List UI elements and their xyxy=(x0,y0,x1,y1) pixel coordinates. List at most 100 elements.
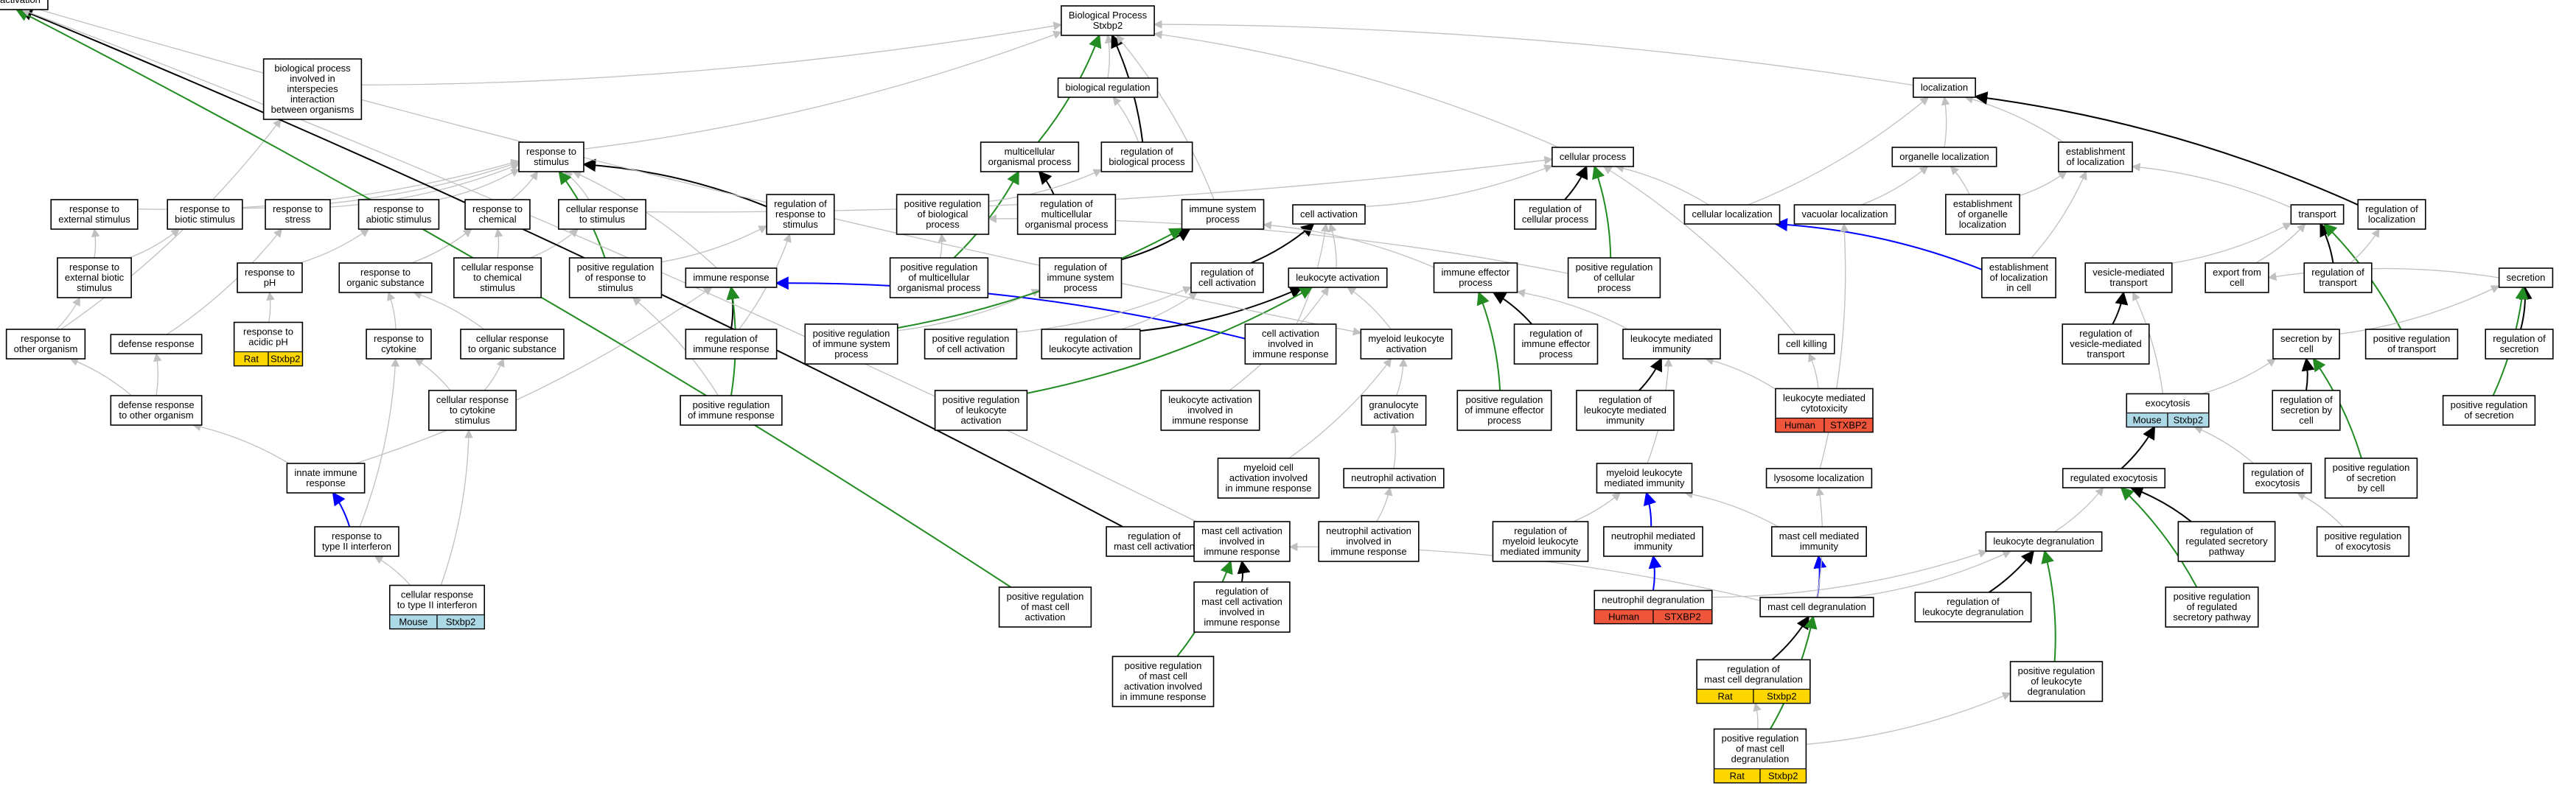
term-node-mcact[interactable]: mast cell activation xyxy=(0,0,49,10)
term-node-breg[interactable]: biological regulation xyxy=(1057,77,1159,98)
term-node-cproc[interactable]: cellular process xyxy=(1551,147,1634,167)
term-node-ldeg[interactable]: leukocyte degranulation xyxy=(1985,531,2103,552)
term-node-secretion[interactable]: secretion xyxy=(2498,267,2554,288)
term-node-transport[interactable]: transport xyxy=(2290,204,2345,225)
term-node-cloc[interactable]: cellular localization xyxy=(1683,204,1781,225)
term-node-nact[interactable]: neutrophil activation xyxy=(1343,468,1445,488)
term-node-rexo[interactable]: regulated exocytosis xyxy=(2062,468,2166,488)
term-node-oloc[interactable]: organelle localization xyxy=(1891,147,1997,167)
term-node-loc[interactable]: localization xyxy=(1913,77,1976,98)
term-node-iresp[interactable]: immune response xyxy=(685,267,778,288)
term-node-lysloc[interactable]: lysosome localization xyxy=(1765,468,1873,488)
term-node-dresp[interactable]: defense response xyxy=(110,334,203,354)
term-node-mcdeg[interactable]: mast cell degranulation xyxy=(1759,597,1874,617)
term-node-ckill[interactable]: cell killing xyxy=(1778,334,1835,354)
term-node-vloc[interactable]: vacuolar localization xyxy=(1793,204,1896,225)
